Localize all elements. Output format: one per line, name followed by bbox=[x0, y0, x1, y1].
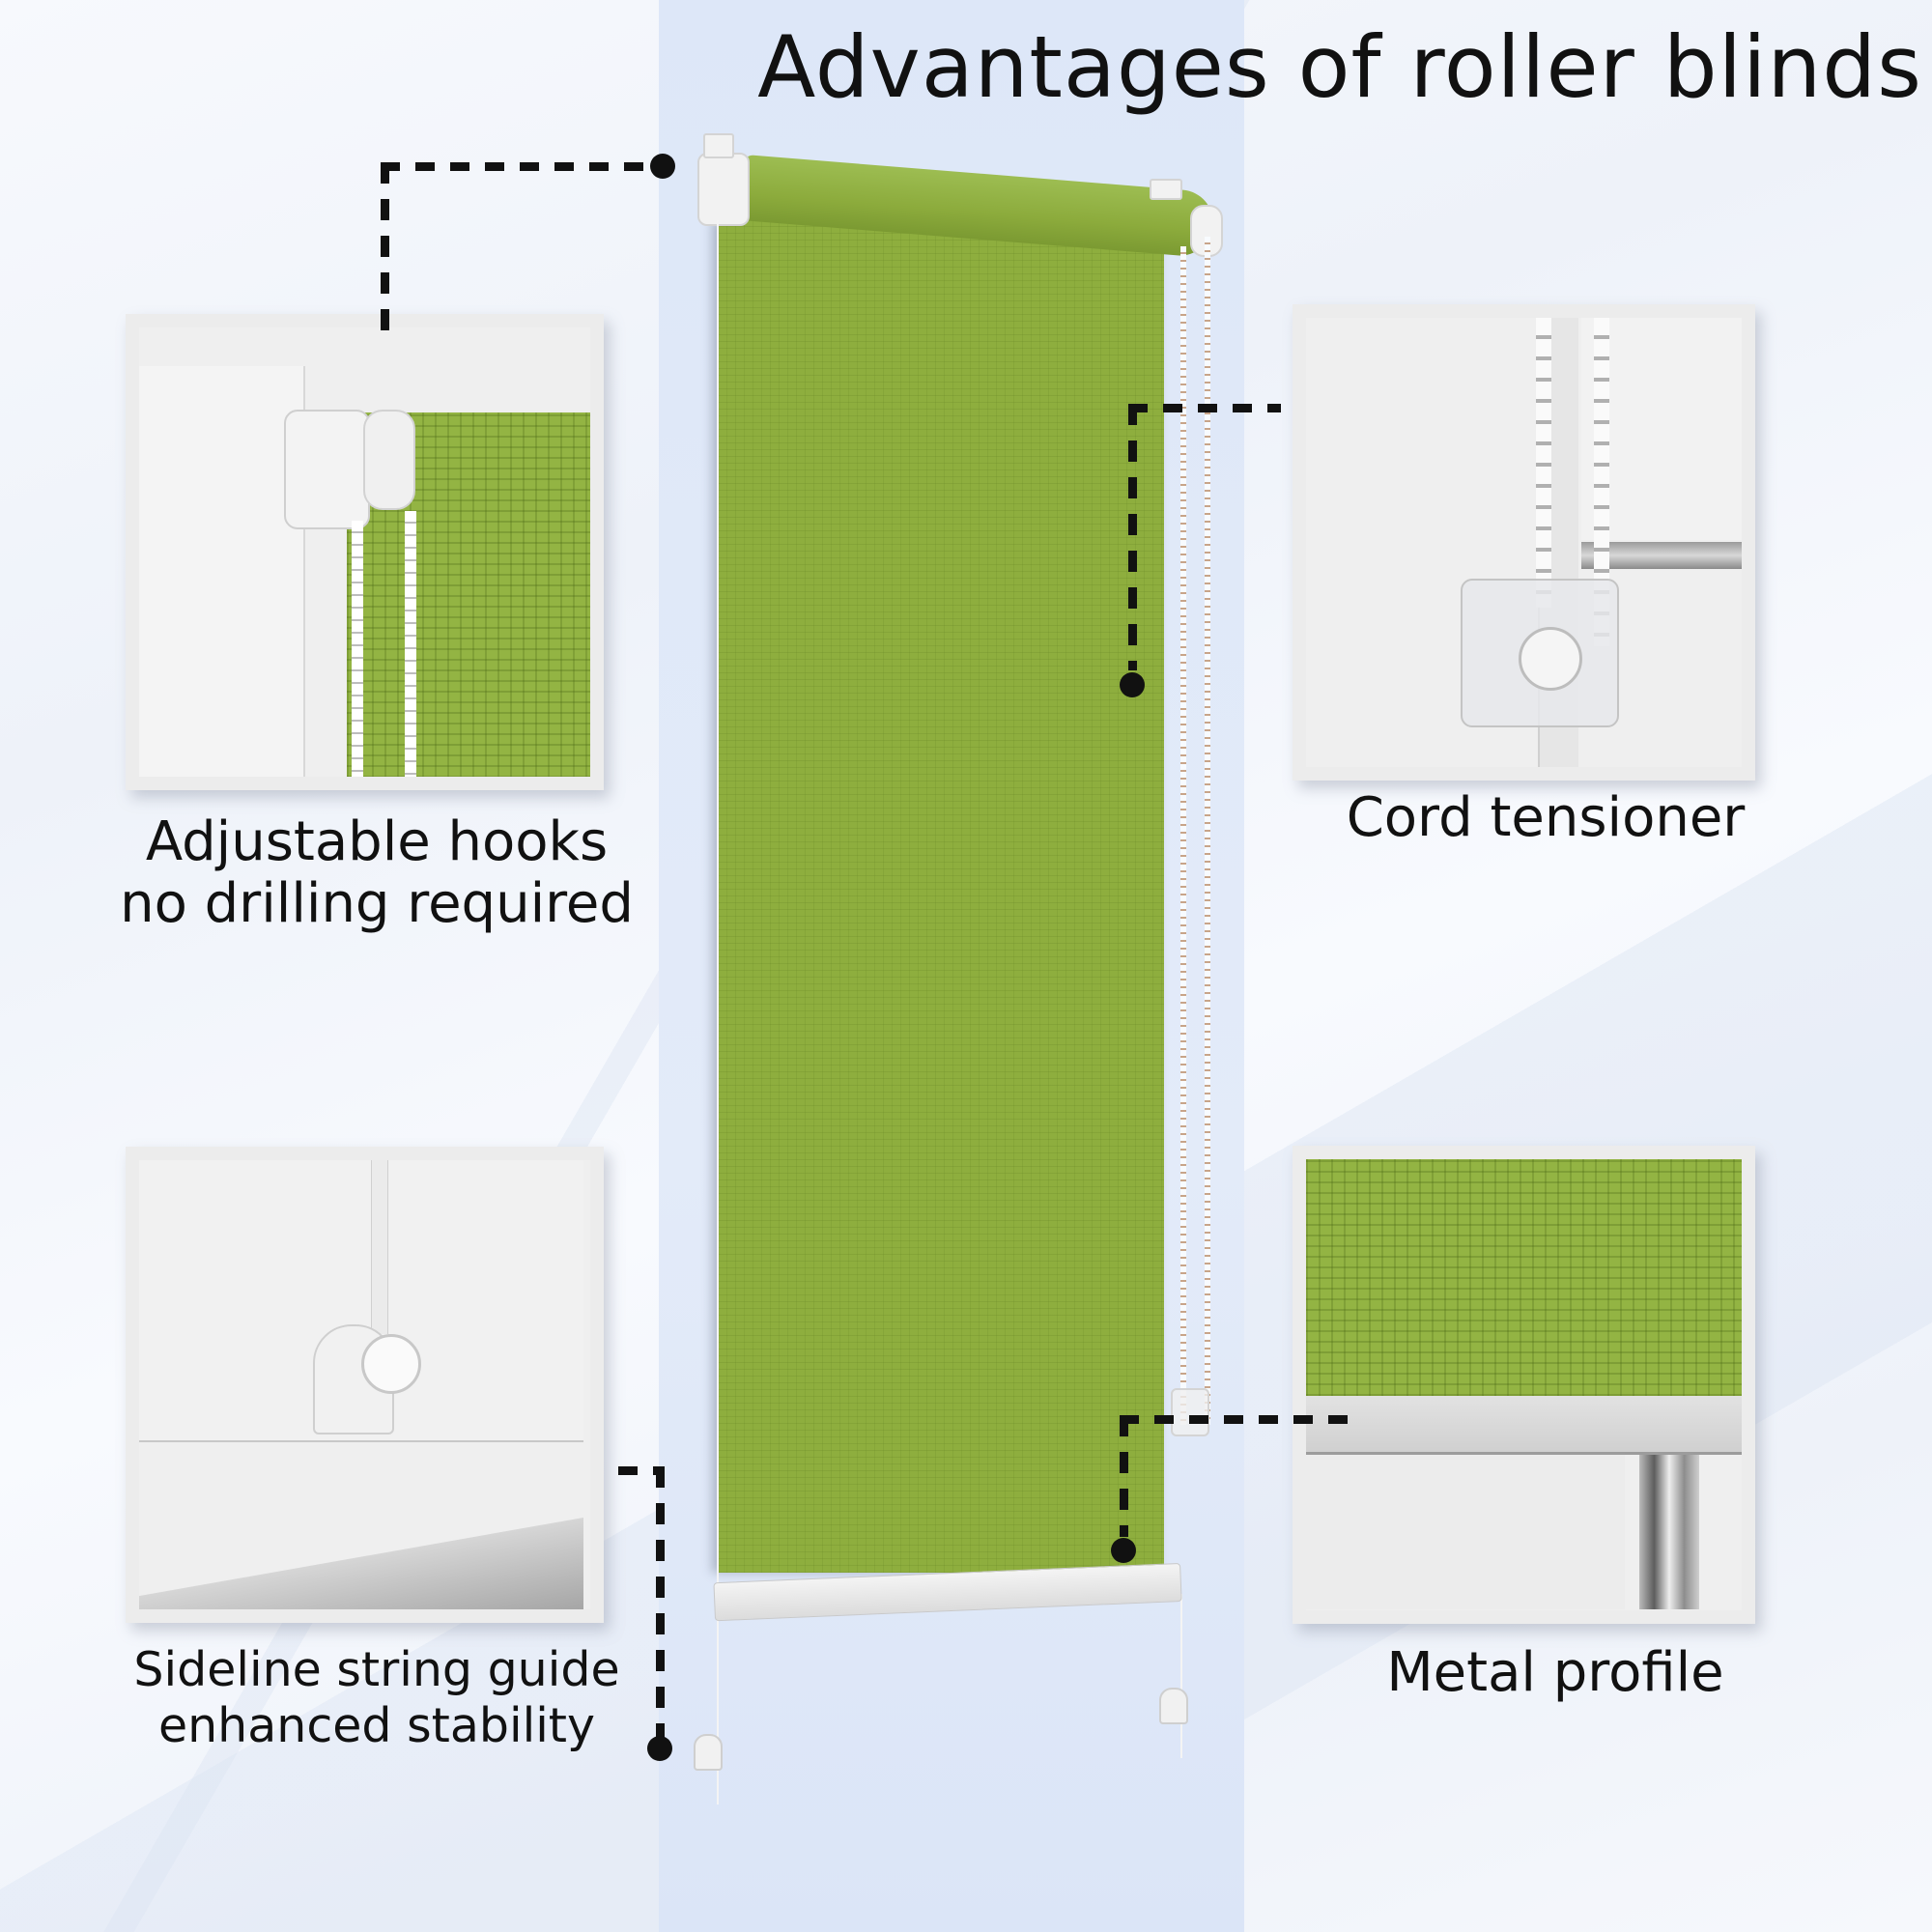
fabric-swatch bbox=[347, 412, 590, 777]
blind-fabric bbox=[718, 220, 1164, 1573]
window-glass bbox=[1306, 1455, 1625, 1609]
right-string-anchor-icon bbox=[1159, 1688, 1188, 1724]
connector-vertical bbox=[1120, 1415, 1128, 1537]
left-guide-string bbox=[717, 220, 719, 1804]
feature-label-metal-profile: Metal profile bbox=[1265, 1642, 1845, 1704]
bead-chain-icon bbox=[1536, 318, 1551, 608]
feature-photo-metal-profile bbox=[1293, 1146, 1755, 1624]
connector-horizontal bbox=[381, 162, 651, 171]
tensioner-wheel-icon bbox=[1519, 627, 1582, 691]
label-line-1: Metal profile bbox=[1386, 1641, 1724, 1704]
guide-string bbox=[371, 1160, 388, 1334]
tensioner-photo bbox=[1306, 318, 1742, 767]
connector-vertical bbox=[381, 162, 389, 336]
label-line-1: Sideline string guide bbox=[133, 1642, 620, 1697]
feature-photo-sideline-string-guide bbox=[126, 1147, 604, 1623]
label-line-1: Cord tensioner bbox=[1346, 786, 1746, 849]
feature-photo-adjustable-hooks bbox=[126, 314, 604, 790]
connector-horizontal bbox=[1120, 1415, 1359, 1424]
bracket-photo bbox=[139, 327, 590, 777]
left-mounting-bracket-icon bbox=[697, 153, 750, 226]
bead-chain-icon bbox=[405, 511, 416, 777]
window-frame bbox=[139, 366, 305, 777]
metal-profile-photo bbox=[1306, 1159, 1742, 1610]
right-hook-clip-icon bbox=[1150, 179, 1182, 200]
feature-label-adjustable-hooks: Adjustable hooks no drilling required bbox=[58, 811, 696, 935]
roller-end-cap-icon bbox=[363, 410, 415, 510]
bead-chain-icon bbox=[1180, 246, 1186, 1425]
metal-profile-icon bbox=[1639, 1455, 1699, 1609]
page-title: Advantages of roller blinds bbox=[757, 17, 1922, 117]
label-line-2: enhanced stability bbox=[157, 1698, 596, 1753]
fabric-swatch bbox=[1306, 1159, 1742, 1396]
feature-photo-cord-tensioner bbox=[1293, 304, 1755, 781]
cord-tensioner-icon bbox=[1171, 1388, 1209, 1436]
bottom-rail bbox=[1306, 1396, 1742, 1455]
mounting-bracket-icon bbox=[284, 410, 370, 529]
shadow-area bbox=[139, 1518, 583, 1609]
connector-vertical bbox=[1128, 404, 1137, 670]
connector-endpoint-dot bbox=[1111, 1538, 1136, 1563]
feature-label-sideline-string-guide: Sideline string guide enhanced stability bbox=[77, 1642, 676, 1754]
right-guide-string bbox=[1180, 1594, 1182, 1758]
connector-endpoint-dot bbox=[1120, 672, 1145, 697]
connector-horizontal bbox=[1128, 404, 1281, 412]
left-hook-clip-icon bbox=[703, 133, 734, 158]
feature-label-cord-tensioner: Cord tensioner bbox=[1256, 787, 1835, 849]
label-line-2: no drilling required bbox=[120, 872, 634, 935]
bead-chain-icon bbox=[1594, 318, 1609, 646]
connector-endpoint-dot bbox=[647, 1736, 672, 1761]
bead-chain-icon bbox=[352, 521, 363, 777]
label-line-1: Adjustable hooks bbox=[145, 810, 609, 873]
string-guide-photo bbox=[139, 1160, 590, 1609]
connector-vertical bbox=[656, 1466, 665, 1737]
connector-horizontal bbox=[618, 1466, 663, 1475]
bead-chain-icon bbox=[1205, 237, 1210, 1425]
guide-wheel-icon bbox=[361, 1334, 421, 1394]
connector-endpoint-dot bbox=[650, 154, 675, 179]
left-string-anchor-icon bbox=[694, 1734, 723, 1771]
